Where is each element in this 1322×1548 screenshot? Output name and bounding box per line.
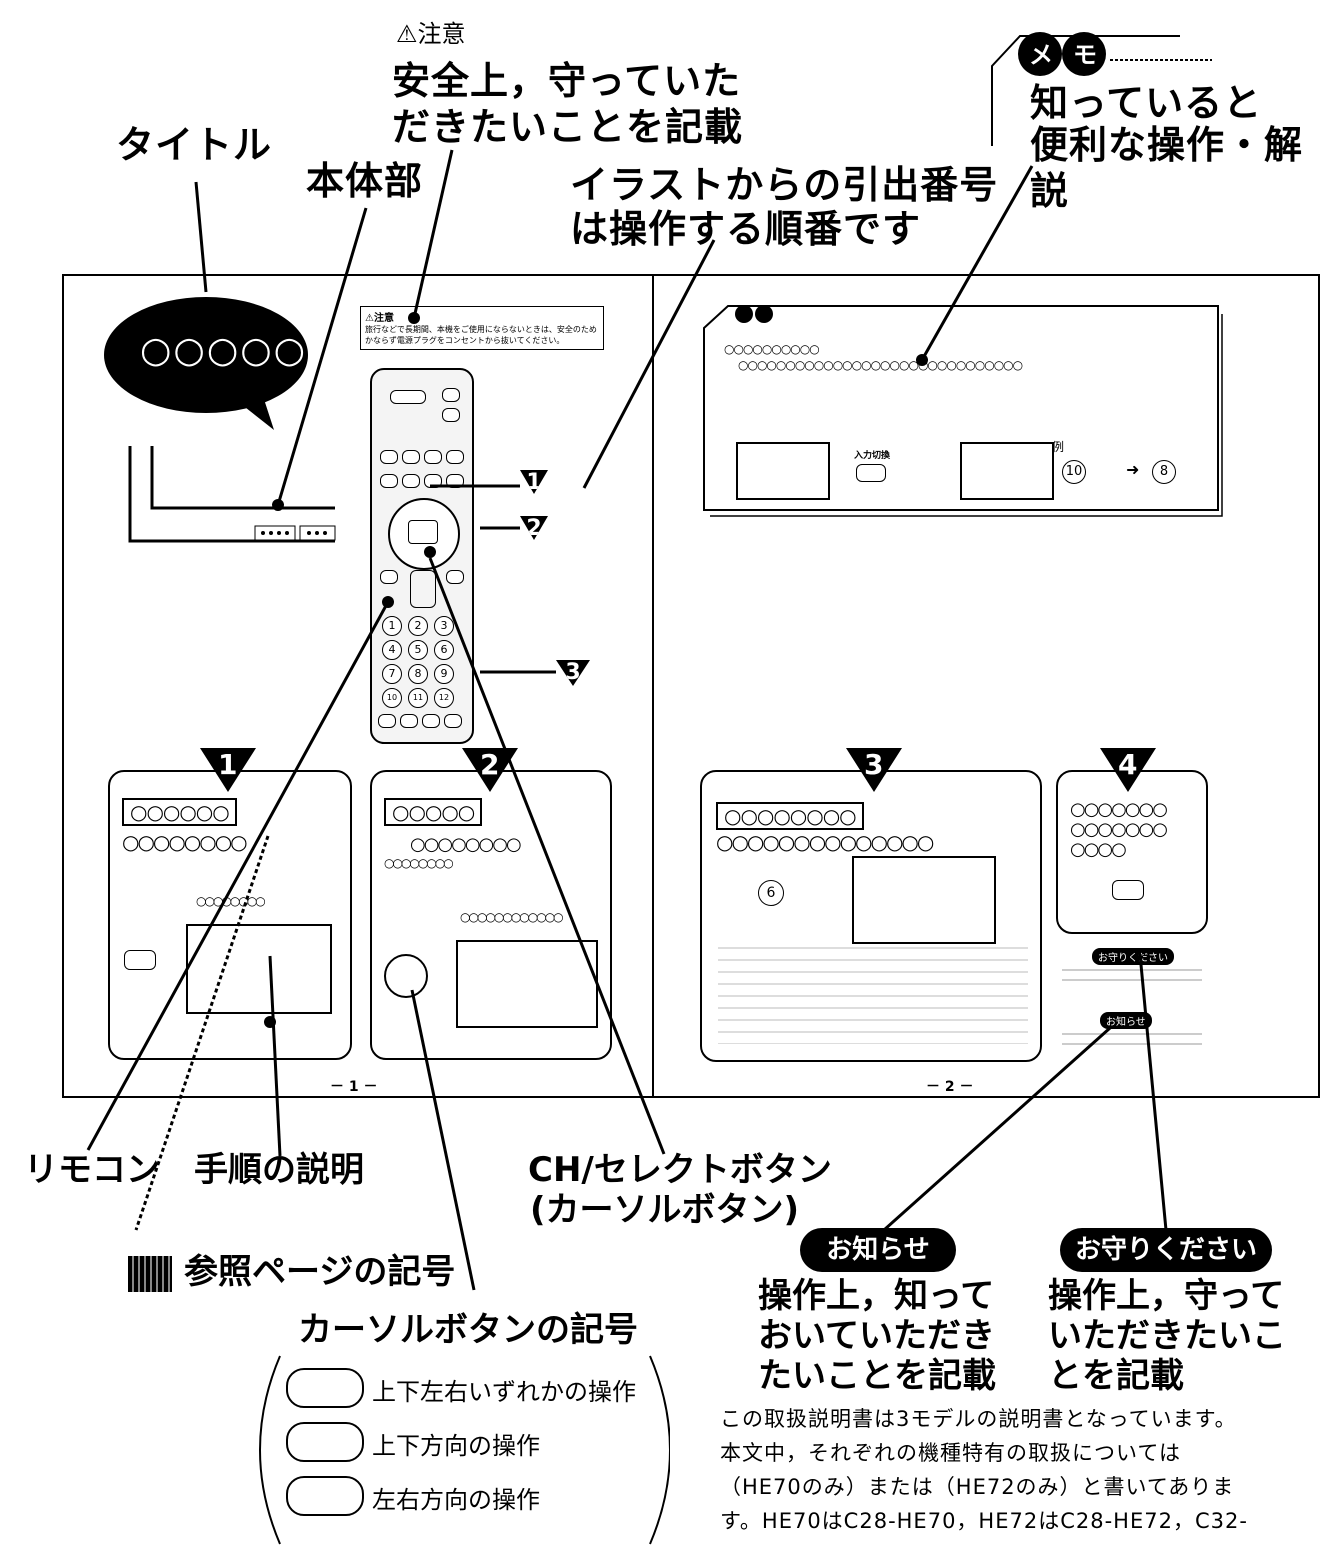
memo-screen-right <box>960 442 1054 500</box>
step1-button-icon <box>124 950 156 970</box>
page-1-number: － 1 － <box>330 1079 378 1095</box>
page-2-number: － 2 － <box>926 1079 974 1095</box>
omamori-desc-3: とを記載 <box>1048 1356 1184 1396</box>
memo-mark-icon: メ モ <box>991 32 1212 146</box>
step1-line: ○○○○○○○○ <box>122 830 248 854</box>
example-label: 例 <box>1052 440 1065 454</box>
cursor-updown-icon <box>286 1422 364 1462</box>
step3-button-6-icon: 6 <box>758 880 784 906</box>
footnote-line-2: 本文中，それぞれの機種特有の取扱については <box>720 1441 1181 1465</box>
memo-line-2: ○○○○○○○○○○○○○○○○○○○○○○○○○○○○○○ <box>738 358 1023 372</box>
arrow-badge-3: 3 <box>556 660 590 686</box>
caution-desc-1: 安全上，守っていた <box>392 59 742 103</box>
input-switch-button-icon <box>856 464 886 482</box>
footnote-line-1: この取扱説明書は3モデルの説明書となっています。 <box>720 1407 1237 1431</box>
title-bubble <box>104 297 308 430</box>
illust-number-1: イラストからの引出番号 <box>570 163 999 207</box>
step4-text: ○○○○○○○ ○○○○○○○ ○○○○ <box>1070 799 1168 860</box>
ref-page-icon <box>128 1256 172 1292</box>
memo-desc-1: 知っていると <box>1030 81 1263 125</box>
arrow-badge-1-4: 1 4 <box>520 470 548 520</box>
cursor-desc-1: 上下左右いずれかの操作 <box>372 1378 636 1406</box>
arrow-badge-2-3: 2 3 <box>520 516 548 566</box>
cursor-desc-2: 上下方向の操作 <box>372 1432 540 1460</box>
page-divider <box>652 274 654 1098</box>
footnote-line-3: （HE70のみ）または（HE72のみ）と書いてありま <box>720 1475 1235 1499</box>
ch-select-callout-1: CH/セレクトボタン <box>528 1150 832 1190</box>
step-badge-3: 3 <box>846 748 902 792</box>
oshirase-lines <box>1062 1030 1202 1052</box>
input-switch-label: 入力切換 <box>854 451 891 461</box>
cursor-leftright-icon <box>286 1476 364 1516</box>
btn-8-icon: 8 <box>1152 460 1176 484</box>
footnote: この取扱説明書は3モデルの説明書となっています。 本文中，それぞれの機種特有の取… <box>720 1402 1320 1538</box>
manual-page-frame <box>62 274 1320 1098</box>
cursor-desc-3: 左右方向の操作 <box>372 1486 540 1514</box>
step-badge-2-text: 2 <box>480 748 500 781</box>
step3-screen <box>852 856 996 944</box>
omamori-desc-2: いただきたいこ <box>1048 1316 1286 1356</box>
oshirase-desc-3: たいことを記載 <box>758 1356 996 1396</box>
memo-line-1: ○○○○○○○○○○ <box>724 342 820 356</box>
step-badge-4-text: 4 <box>1118 748 1138 781</box>
step2-small: ○○○○○○○○ <box>384 856 454 870</box>
arrow-right-icon: ➜ <box>1126 460 1140 479</box>
memo-box <box>703 305 1223 517</box>
btn-10-icon: 10 <box>1062 460 1086 484</box>
caution-box-text: 旅行などで長期間、本機をご使用にならないときは、安全のためかならず電源プラグをコ… <box>365 325 597 345</box>
step-badge-3-text: 3 <box>864 748 884 781</box>
step1-screen <box>186 924 332 1014</box>
step-panel-4 <box>1056 770 1208 934</box>
caution-desc-2: だきたいことを記載 <box>392 105 744 149</box>
title-callout: タイトル <box>116 123 273 167</box>
caution-label: ⚠注意 <box>396 20 466 48</box>
footnote-line-4: す。HE70はC28-HE70，HE72はC28-HE72，C32- <box>720 1509 1248 1533</box>
step-badge-1-text: 1 <box>218 748 238 781</box>
svg-text:メ: メ <box>1029 41 1053 69</box>
cursor-symbol-title: カーソルボタンの記号 <box>298 1310 638 1350</box>
memo-desc-2: 便利な操作・解説 <box>1030 123 1304 213</box>
omamori-tag: お守りください <box>1092 948 1174 965</box>
oshirase-desc-1: 操作上，知って <box>758 1276 995 1316</box>
illust-number-2: は操作する順番です <box>570 207 922 251</box>
body-part-callout: 本体部 <box>306 159 424 203</box>
step2-box: ○○○○○ <box>384 798 483 826</box>
omamori-pill: お守りください <box>1060 1228 1272 1272</box>
step-badge-4: 4 <box>1100 748 1156 792</box>
svg-text:モ: モ <box>1073 41 1097 69</box>
ch-select-callout-2: (カーソルボタン) <box>530 1190 800 1230</box>
oshirase-desc-2: おいていただき <box>758 1316 995 1356</box>
step3-text-block <box>718 944 1028 1044</box>
steps-callout: 手順の説明 <box>194 1150 364 1190</box>
omamori-lines <box>1062 966 1202 988</box>
omamori-desc-1: 操作上，守って <box>1048 1276 1285 1316</box>
step2-line: ○○○○○○○○ <box>410 834 522 855</box>
caution-box: ⚠注意 旅行などで長期間、本機をご使用にならないときは、安全のためかならず電源プ… <box>360 306 604 350</box>
step3-box: ○○○○○○○○ <box>716 802 864 830</box>
cursor-all-dir-icon <box>286 1368 364 1408</box>
oshirase-pill: お知らせ <box>800 1228 956 1272</box>
ref-page-callout: 参照ページの記号 <box>184 1252 456 1292</box>
remote-callout: リモコン <box>24 1150 160 1190</box>
step-badge-1: 1 <box>200 748 256 792</box>
cursor-symbol-bracket <box>259 1355 670 1545</box>
step2-small-2: ○○○○○○○○○○○○ <box>460 910 564 924</box>
memo-screen-left <box>736 442 830 500</box>
step4-button-icon <box>1112 880 1144 900</box>
oshirase-tag: お知らせ <box>1100 1012 1152 1029</box>
title-bubble-text: ○○○○○ <box>140 330 308 371</box>
caution-box-title: ⚠注意 <box>365 313 394 324</box>
step2-cursor-button-icon <box>384 954 428 998</box>
step1-box: ○○○○○○ <box>122 798 237 826</box>
step3-line: ○○○○○○○○○○○○○○ <box>716 830 934 854</box>
